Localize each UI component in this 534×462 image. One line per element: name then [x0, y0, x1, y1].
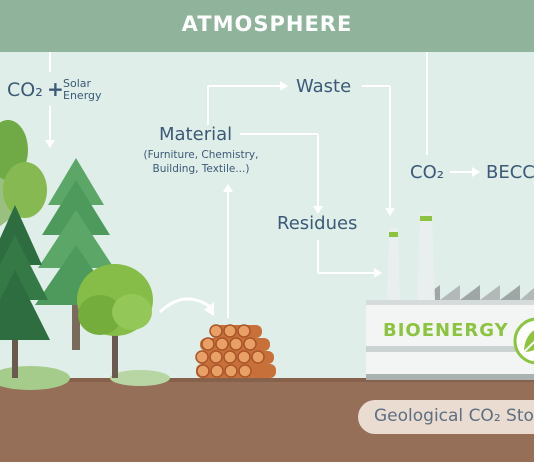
geological-storage-pill	[358, 400, 534, 434]
becc-label: BECC	[486, 162, 534, 183]
flow-arrows	[49, 28, 472, 318]
waste-label: Waste	[296, 76, 352, 97]
plus-sign: +	[47, 77, 64, 101]
bioenergy-sign: BIOENERGY	[383, 320, 509, 341]
co2-left-label: CO₂	[7, 79, 43, 101]
material-examples-line-1: (Furniture, Chemistry,	[143, 149, 259, 161]
co2-right-label: CO₂	[410, 162, 444, 183]
log-pile-icon	[195, 324, 276, 378]
material-examples: (Furniture, Chemistry, Building, Textile…	[138, 148, 264, 176]
solar-energy-label: Solar Energy	[63, 78, 102, 102]
atmosphere-title: ATMOSPHERE	[181, 12, 353, 36]
solar-line-2: Energy	[63, 89, 102, 102]
material-label: Material	[159, 124, 233, 145]
factory-icon	[366, 212, 534, 380]
tree-icon	[0, 120, 153, 378]
solar-line-1: Solar	[63, 77, 92, 90]
material-examples-line-2: Building, Textile...)	[152, 163, 250, 175]
leaf-icon	[513, 317, 534, 365]
atmosphere-banner	[0, 0, 534, 52]
residues-label: Residues	[277, 213, 358, 234]
geological-storage-label: Geological CO₂ Sto	[374, 406, 534, 426]
